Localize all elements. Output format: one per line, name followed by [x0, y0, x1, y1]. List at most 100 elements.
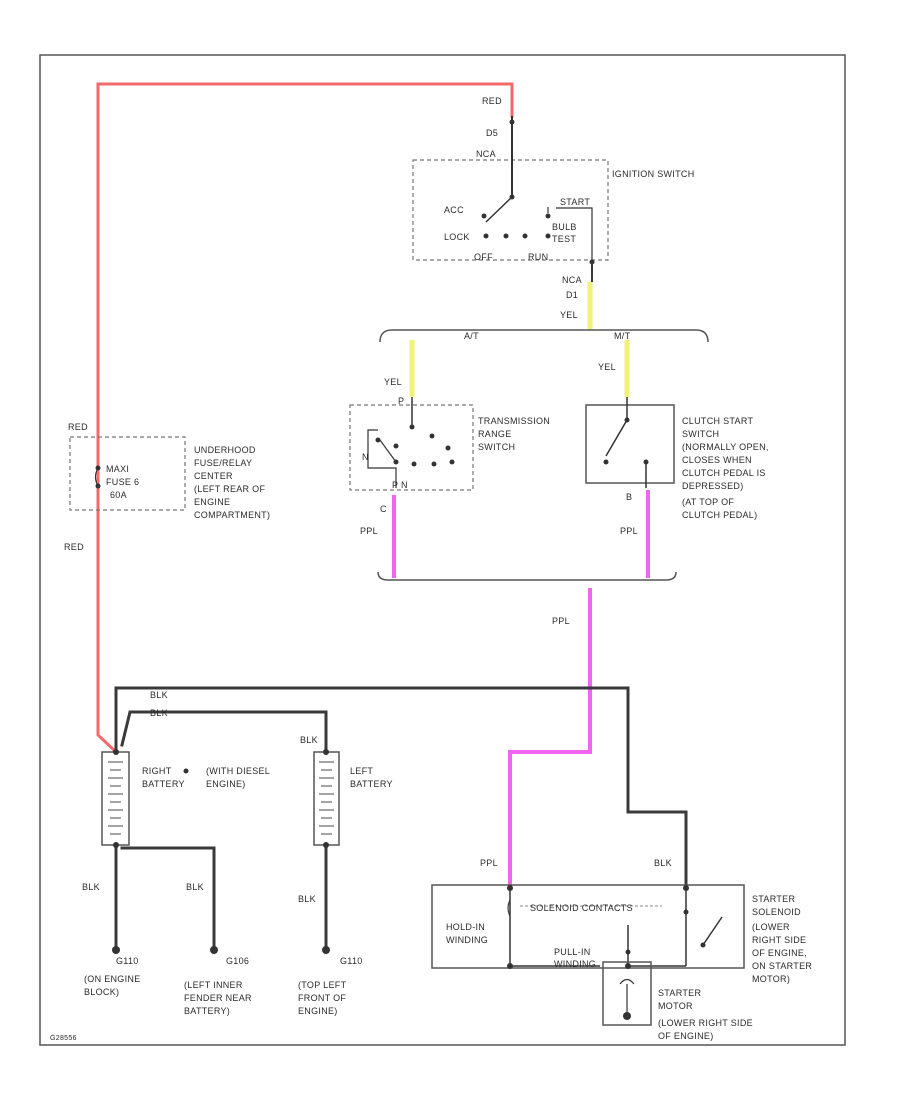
svg-text:(NORMALLY OPEN,: (NORMALLY OPEN, — [682, 442, 769, 452]
starter-motor-label: STARTER MOTOR (LOWER RIGHT SIDE OF ENGIN… — [658, 988, 753, 1041]
wire-label-blk: BLK — [150, 690, 168, 700]
trs-pins-label: P N — [392, 480, 408, 490]
left-battery-label: LEFT — [350, 766, 373, 776]
black-wires — [114, 686, 688, 950]
clutch-start-switch-icon — [603, 397, 649, 488]
red-wire — [96, 82, 514, 755]
mt-label: M/T — [614, 331, 631, 341]
diesel-note-label: ENGINE) — [206, 779, 246, 789]
ground-id-label: G106 — [226, 956, 249, 966]
svg-text:CLUTCH START: CLUTCH START — [682, 416, 753, 426]
ignition-switch-box — [412, 159, 609, 261]
left-battery-icon — [313, 749, 340, 848]
starter-solenoid-label: STARTER SOLENOID (LOWER RIGHT SIDE OF EN… — [752, 894, 812, 984]
ground-location-label: FRONT OF — [298, 993, 346, 1003]
wire-label-yel: YEL — [384, 377, 402, 387]
wire-label-red: RED — [64, 542, 84, 552]
ignition-run-label: RUN — [528, 252, 548, 262]
wire-label-blk: BLK — [300, 735, 318, 745]
wire-label-yel: YEL — [560, 310, 578, 320]
svg-text:MOTOR: MOTOR — [658, 1001, 693, 1011]
wire-label-blk: BLK — [298, 894, 316, 904]
hold-in-winding-label: HOLD-IN — [446, 922, 485, 932]
ignition-bulb-test-label: BULB — [552, 222, 577, 232]
ground-id-label: G110 — [116, 956, 139, 966]
pink-wire-main — [508, 588, 592, 890]
ground-location-label: BLOCK) — [84, 987, 119, 997]
diagram-id-label: G28556 — [50, 1035, 77, 1042]
diagram-frame — [39, 54, 846, 1046]
transmission-range-switch-icon — [367, 397, 455, 488]
ground-location-label: FENDER NEAR — [184, 993, 252, 1003]
svg-text:CENTER: CENTER — [194, 471, 233, 481]
ground-icon — [322, 946, 330, 954]
clutch-start-switch-label: CLUTCH START SWITCH (NORMALLY OPEN, CLOS… — [682, 416, 769, 520]
wire-label-yel: YEL — [598, 362, 616, 372]
connector-pin-label: D5 — [486, 128, 498, 138]
svg-text:RIGHT SIDE: RIGHT SIDE — [752, 935, 806, 945]
ignition-bulb-test-label: TEST — [552, 234, 576, 244]
connector-pin-label: D1 — [566, 290, 578, 300]
fuse-center-box — [69, 436, 186, 511]
at-mt-brace — [379, 329, 709, 343]
ground-location-label: ENGINE) — [298, 1006, 338, 1016]
connector-label: NCA — [562, 275, 582, 285]
transmission-range-switch-box — [349, 404, 474, 491]
wire-label-red: RED — [68, 422, 88, 432]
hold-in-winding-label: WINDING — [446, 935, 488, 945]
svg-text:ENGINE: ENGINE — [194, 497, 230, 507]
maxi-fuse-icon — [94, 465, 101, 489]
wire-label-blk: BLK — [150, 708, 168, 718]
svg-text:CLUTCH PEDAL): CLUTCH PEDAL) — [682, 510, 757, 520]
connector-pin-label: B — [626, 492, 632, 502]
fuse-label: 60A — [110, 490, 127, 500]
wire-label-blk: BLK — [654, 858, 672, 868]
ignition-acc-label: ACC — [444, 205, 464, 215]
ppl-brace — [377, 571, 677, 581]
svg-text:ON STARTER: ON STARTER — [752, 961, 812, 971]
transmission-range-switch-label: TRANSMISSION RANGE SWITCH — [478, 416, 550, 452]
fuse-label: MAXI — [106, 464, 129, 474]
svg-text:TRANSMISSION: TRANSMISSION — [478, 416, 550, 426]
fuse-center-label: UNDERHOOD FUSE/RELAY CENTER (LEFT REAR O… — [194, 445, 270, 520]
pull-in-winding-label: WINDING — [554, 959, 596, 969]
trs-n-label: N — [362, 452, 369, 462]
right-battery-label: RIGHT — [142, 766, 172, 776]
connector-pin-label: C — [380, 504, 387, 514]
wire-label-ppl: PPL — [480, 858, 498, 868]
trs-p-label: P — [398, 396, 404, 406]
wire-label-red: RED — [482, 96, 502, 106]
svg-text:(LOWER RIGHT SIDE: (LOWER RIGHT SIDE — [658, 1018, 753, 1028]
ignition-start-label: START — [560, 197, 590, 207]
svg-text:COMPARTMENT): COMPARTMENT) — [194, 510, 270, 520]
diesel-note-marker — [183, 768, 189, 774]
wire-label-ppl: PPL — [620, 526, 638, 536]
connector-label: NCA — [476, 149, 496, 159]
right-battery-icon — [101, 749, 130, 848]
svg-text:OF ENGINE,: OF ENGINE, — [752, 948, 807, 958]
svg-text:CLOSES WHEN: CLOSES WHEN — [682, 455, 752, 465]
svg-text:MOTOR): MOTOR) — [752, 974, 790, 984]
svg-text:FUSE/RELAY: FUSE/RELAY — [194, 458, 252, 468]
wire-label-ppl: PPL — [552, 616, 570, 626]
svg-text:RANGE: RANGE — [478, 429, 512, 439]
ignition-switch-icon — [481, 116, 595, 265]
left-battery-label: BATTERY — [350, 779, 393, 789]
svg-text:UNDERHOOD: UNDERHOOD — [194, 445, 256, 455]
ignition-switch-label: IGNITION SWITCH — [612, 169, 695, 179]
diesel-note-label: (WITH DIESEL — [206, 766, 270, 776]
svg-text:OF ENGINE): OF ENGINE) — [658, 1031, 714, 1041]
svg-text:DEPRESSED): DEPRESSED) — [682, 481, 744, 491]
svg-text:SOLENOID: SOLENOID — [752, 907, 801, 917]
ground-location-label: (ON ENGINE — [84, 974, 141, 984]
starter-solenoid-box — [431, 884, 745, 969]
ground-id-label: G110 — [340, 956, 363, 966]
starter-motor-box — [602, 961, 652, 1026]
wire-label-blk: BLK — [82, 882, 100, 892]
starter-motor-icon — [619, 978, 635, 1020]
ground-icon — [112, 946, 120, 954]
svg-text:STARTER: STARTER — [658, 988, 701, 998]
svg-text:STARTER: STARTER — [752, 894, 795, 904]
svg-text:CLUTCH PEDAL IS: CLUTCH PEDAL IS — [682, 468, 766, 478]
